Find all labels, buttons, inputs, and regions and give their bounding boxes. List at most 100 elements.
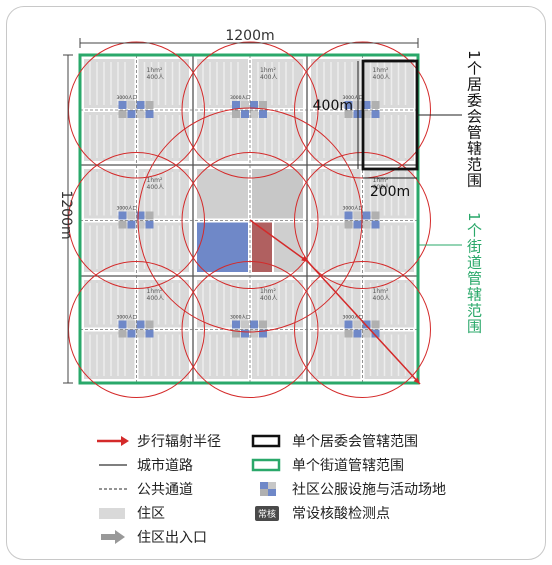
facility-tile — [259, 329, 267, 338]
facility-tile — [118, 329, 127, 338]
site-plan: 1hm²400人3000人口1hm²400人3000人口1hm²400人3000… — [58, 28, 462, 398]
facility-tile — [145, 101, 154, 109]
facility-tile — [136, 101, 145, 109]
street-boundary — [78, 53, 420, 385]
facility-tile — [259, 320, 267, 329]
facility-tile — [362, 320, 371, 329]
solid-line-icon — [95, 457, 129, 473]
legend-committee-boundary-label: 单个居委会管辖范围 — [292, 434, 418, 450]
block-capacity-label: 400人 — [260, 295, 277, 302]
legend-city-road: 城市道路 — [95, 454, 193, 476]
facility-tile — [362, 211, 371, 220]
testing-badge: 常核 — [250, 505, 284, 521]
facility-label: 3000人口 — [343, 315, 363, 321]
facility-tile — [127, 211, 136, 220]
block-capacity-label: 400人 — [373, 184, 390, 191]
legend-entrance: 住区出入口 — [95, 526, 207, 548]
facility-tile — [118, 110, 127, 118]
center-block — [197, 169, 248, 219]
facility-tile — [145, 110, 154, 118]
residential-block — [197, 59, 248, 108]
facility-tile — [232, 320, 240, 329]
facility-tile — [127, 220, 136, 229]
facility-tile — [136, 329, 145, 338]
legend-committee-boundary: 单个居委会管辖范围 — [250, 430, 418, 452]
residential-block — [252, 331, 303, 379]
block-capacity-label: 400人 — [260, 74, 277, 81]
committee-width-label: 400m — [313, 98, 353, 114]
facility-tile — [259, 110, 267, 118]
facility-tile — [136, 320, 145, 329]
facility-label: 3000人口 — [117, 315, 137, 321]
street-radius-circle — [137, 107, 363, 333]
red-arrow-icon — [95, 433, 129, 449]
legend-testing-point: 常核 常设核酸检测点 — [250, 502, 390, 524]
legend-walking-radius-label: 步行辐射半径 — [137, 434, 221, 450]
legend: 步行辐射半径 城市道路 公共通道 住区 住区出入口 单个居委会管辖范围 单个街道… — [95, 430, 515, 550]
residential-block — [311, 331, 361, 379]
block-area-label: 1hm² — [373, 177, 389, 184]
facility-label: 3000人口 — [230, 95, 250, 101]
facility-tile — [127, 320, 136, 329]
radius-arrow-1-head — [301, 256, 308, 262]
facility-tile — [250, 101, 258, 109]
facility-tile — [259, 101, 267, 109]
facility-tile — [344, 211, 353, 220]
facility-tile — [145, 320, 154, 329]
block-area-label: 1hm² — [147, 177, 163, 184]
facility-tile — [136, 211, 145, 220]
committee-height-label: 200m — [370, 184, 410, 200]
residential-block — [84, 59, 135, 108]
facility-label: 3000人口 — [117, 206, 137, 212]
facility-tile — [145, 329, 154, 338]
facility-tile — [362, 220, 371, 229]
block-capacity-label: 400人 — [373, 74, 390, 81]
legend-street-boundary-label: 单个街道管辖范围 — [292, 458, 404, 474]
facility-tile — [136, 220, 145, 229]
block-area-label: 1hm² — [147, 67, 163, 74]
residential-block — [252, 59, 303, 108]
facility-tile — [145, 211, 154, 220]
walking-radius-circle — [294, 261, 431, 398]
radius-arrow-1 — [249, 219, 309, 263]
facility-label: 3000人口 — [343, 206, 363, 212]
testing-badge-text: 常核 — [254, 505, 279, 521]
facility-icon — [250, 481, 284, 497]
block-area-label: 1hm² — [260, 288, 276, 295]
facility-label: 3000人口 — [117, 95, 137, 101]
facility-tile — [127, 110, 136, 118]
walking-radius-circle — [294, 41, 431, 179]
black-box-icon — [250, 433, 284, 449]
grey-swatch-icon — [95, 505, 129, 521]
street-range-label: 1个街道管辖范围 — [465, 212, 483, 335]
facility-tile — [250, 329, 258, 338]
block-area-label: 1hm² — [260, 67, 276, 74]
residential-block — [138, 59, 189, 108]
center-facility-block — [197, 222, 248, 272]
facility-tile — [118, 320, 127, 329]
center-activity-block — [252, 222, 272, 272]
block-capacity-label: 400人 — [147, 184, 164, 191]
legend-public-passage-label: 公共通道 — [137, 482, 193, 498]
facility-tile — [371, 220, 380, 229]
facility-tile — [353, 329, 362, 338]
radius-arrow-2 — [307, 261, 421, 385]
facility-tile — [136, 110, 145, 118]
block-area-label: 1hm² — [373, 67, 389, 74]
facility-tile — [118, 220, 127, 229]
residential-block — [197, 331, 248, 379]
facility-tile — [241, 110, 249, 118]
legend-walking-radius: 步行辐射半径 — [95, 430, 221, 452]
legend-city-road-label: 城市道路 — [137, 458, 193, 474]
facility-label: 3000人口 — [230, 315, 250, 321]
facility-label: 3000人口 — [343, 95, 363, 101]
facility-tile — [127, 101, 136, 109]
legend-testing-point-label: 常设核酸检测点 — [292, 506, 390, 522]
facility-tile — [362, 329, 371, 338]
facility-tile — [371, 110, 380, 118]
block-capacity-label: 400人 — [147, 74, 164, 81]
facility-tile — [127, 329, 136, 338]
legend-public-passage: 公共通道 — [95, 478, 193, 500]
facility-tile — [241, 329, 249, 338]
residential-block — [84, 331, 135, 379]
